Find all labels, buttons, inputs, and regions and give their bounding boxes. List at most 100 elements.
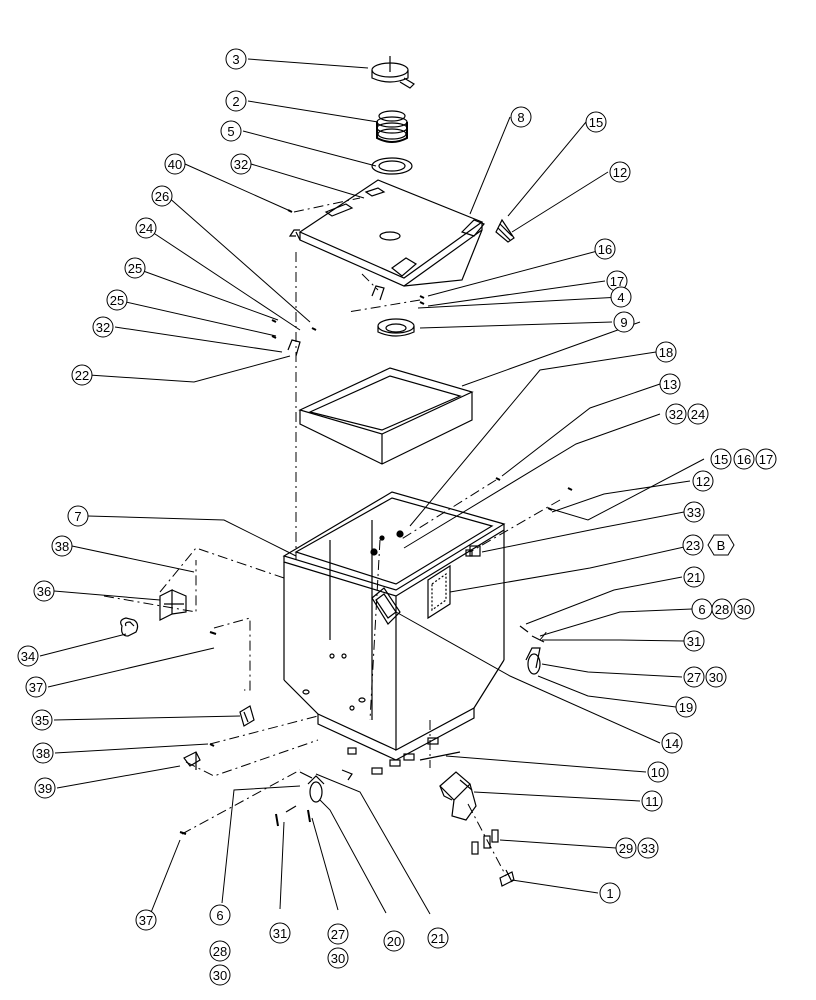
callout-label: 27 <box>687 670 701 685</box>
callout-label: 37 <box>29 680 43 695</box>
callout-label: 28 <box>213 944 227 959</box>
callout-label: 28 <box>715 602 729 617</box>
callout: 16 <box>733 448 755 470</box>
callout-label: 30 <box>213 968 227 983</box>
callout-label: 32 <box>669 407 683 422</box>
callout: 7 <box>67 505 89 527</box>
callout: 23 <box>682 534 704 556</box>
callout-label: 30 <box>737 602 751 617</box>
callout: 24 <box>687 403 709 425</box>
callout: 17 <box>606 270 628 292</box>
callout-label: 40 <box>168 157 182 172</box>
callout: 27 <box>683 666 705 688</box>
callout-label: 19 <box>679 700 693 715</box>
callout: 14 <box>661 732 683 754</box>
callout: 29 <box>615 837 637 859</box>
callout-label: 14 <box>665 736 679 751</box>
callout: 12 <box>692 470 714 492</box>
callout: 25 <box>124 257 146 279</box>
callout: 37 <box>135 909 157 931</box>
callout-label: 20 <box>387 934 401 949</box>
callout: 32 <box>230 153 252 175</box>
part-washer <box>371 157 413 175</box>
part-bracket-small <box>239 705 255 727</box>
part-clip <box>287 285 385 357</box>
callout: 19 <box>675 696 697 718</box>
callout-label: 6 <box>216 908 223 923</box>
callout-label: 30 <box>331 951 345 966</box>
callout: 32 <box>665 403 687 425</box>
callout-label: 4 <box>617 290 624 305</box>
callout-label: 39 <box>38 781 52 796</box>
callout: 33 <box>683 501 705 523</box>
callout: 34 <box>17 645 39 667</box>
part-tray <box>298 367 474 465</box>
callout-label: 1 <box>606 886 613 901</box>
callout: 24 <box>135 217 157 239</box>
callout: 30 <box>733 598 755 620</box>
callout-label: 24 <box>691 407 705 422</box>
callout: 5 <box>220 120 242 142</box>
callout-label: 26 <box>155 189 169 204</box>
callout-label: 6 <box>698 602 705 617</box>
part-hinge-bracket <box>159 589 187 621</box>
callout-label: 7 <box>74 509 81 524</box>
callout-label: 12 <box>696 474 710 489</box>
parts-drawing <box>120 56 573 887</box>
callout-label: 5 <box>227 124 234 139</box>
fasteners <box>179 209 573 835</box>
assembly-lines <box>103 197 561 877</box>
callout-label: 9 <box>620 315 627 330</box>
callout-label: 15 <box>714 452 728 467</box>
callout-label: 12 <box>613 165 627 180</box>
callout-label: 25 <box>110 293 124 308</box>
callout-label: 35 <box>35 713 49 728</box>
callout: 30 <box>209 964 231 986</box>
callout: 32 <box>92 316 114 338</box>
callout: 11 <box>641 790 663 812</box>
callout: 38 <box>32 742 54 764</box>
callout: 35 <box>31 709 53 731</box>
part-foot <box>499 869 515 887</box>
part-cabinet <box>282 491 506 781</box>
callout: 28 <box>711 598 733 620</box>
callout-label: 15 <box>589 115 603 130</box>
part-knob <box>371 56 415 89</box>
callout-label: 18 <box>659 345 673 360</box>
callout-label: 21 <box>687 570 701 585</box>
callout-label: 25 <box>128 261 142 276</box>
callout: 39 <box>34 777 56 799</box>
callout-label: 37 <box>139 913 153 928</box>
part-grommet <box>377 318 415 337</box>
callout: 2 <box>225 90 247 112</box>
callout-label: 33 <box>687 505 701 520</box>
callout: 21 <box>427 927 449 949</box>
callout: 30 <box>327 947 349 969</box>
callout-label: 24 <box>139 221 153 236</box>
part-screws <box>471 829 499 855</box>
leader-lines <box>39 58 705 921</box>
callout-label: 38 <box>55 539 69 554</box>
callout-label: 22 <box>75 368 89 383</box>
callout: 16 <box>594 238 616 260</box>
callout: 37 <box>25 676 47 698</box>
callout: 31 <box>269 922 291 944</box>
callout-label: 32 <box>96 320 110 335</box>
part-valve <box>439 771 477 821</box>
callout: 20 <box>383 930 405 952</box>
callout: 26 <box>151 185 173 207</box>
callout: 21 <box>683 566 705 588</box>
callout: 27 <box>327 923 349 945</box>
callout: 36 <box>33 580 55 602</box>
callout: 13 <box>659 373 681 395</box>
callout-label: 31 <box>687 634 701 649</box>
callout-label: 30 <box>709 670 723 685</box>
callout-label: 33 <box>641 841 655 856</box>
callout-label: 31 <box>273 926 287 941</box>
hex-marker-label: B <box>717 538 726 553</box>
callout-label: 17 <box>610 274 624 289</box>
callout: 28 <box>209 940 231 962</box>
callout: 38 <box>51 535 73 557</box>
callout-label: 2 <box>232 94 239 109</box>
